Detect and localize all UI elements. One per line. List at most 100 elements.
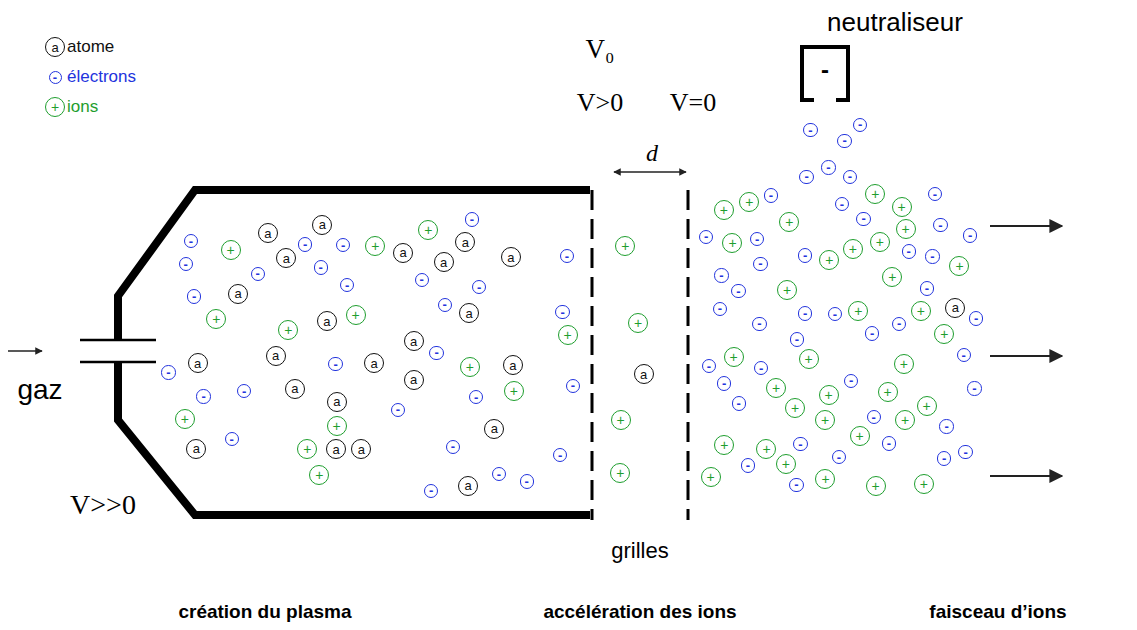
ion-symbol: + (720, 203, 728, 217)
atom-particle: a (266, 346, 286, 366)
atom-particle: a (228, 284, 248, 304)
grid-line (591, 190, 594, 520)
atom-symbol: a (462, 236, 469, 249)
electron-particle: - (750, 232, 764, 246)
electron-particle: - (492, 467, 506, 481)
atom-particle: a (188, 353, 208, 373)
ion-particle: + (615, 236, 635, 256)
grids (592, 190, 688, 520)
atom-particle: a (634, 364, 654, 384)
electron-particle: - (837, 134, 851, 148)
ion-symbol: + (898, 200, 906, 214)
electron-particle: - (472, 280, 486, 294)
electron-symbol: - (759, 362, 763, 375)
electron-symbol: - (722, 377, 726, 390)
ion-particle: + (504, 381, 524, 401)
atom-symbol: a (640, 368, 647, 381)
ion-particle: + (610, 463, 630, 483)
electron-particle: - (179, 257, 193, 271)
ion-particle: + (894, 354, 914, 374)
atom-symbol: a (491, 422, 498, 435)
ion-particle: + (911, 301, 931, 321)
electron-particle: - (835, 197, 849, 211)
atom-particle: a (484, 419, 504, 439)
atom-symbol: a (319, 218, 326, 231)
atom-particle: a (458, 476, 478, 496)
ion-symbol: + (332, 419, 340, 433)
beam-arrows (990, 226, 1062, 476)
electron-particle: - (237, 384, 251, 398)
electron-particle: - (731, 284, 745, 298)
ion-symbol: + (805, 352, 813, 366)
electron-symbol: - (319, 261, 323, 274)
ion-symbol: + (212, 312, 220, 326)
atom-particle: a (501, 247, 521, 267)
ion-symbol: + (728, 236, 736, 250)
electron-symbol: - (341, 239, 345, 252)
electron-particle: - (790, 332, 804, 346)
ion-symbol: + (900, 357, 908, 371)
electron-symbol: - (930, 250, 934, 263)
ion-particle: + (365, 236, 385, 256)
ion-particle: + (766, 378, 786, 398)
electron-particle: - (799, 170, 813, 184)
electron-particle: - (225, 432, 239, 446)
electron-particle: - (933, 218, 947, 232)
ion-particle: + (896, 219, 916, 239)
electron-symbol: - (443, 298, 447, 311)
electron-particle: - (314, 260, 328, 274)
electron-particle: - (187, 289, 201, 303)
atom-particle: a (404, 331, 424, 351)
stage-caption: faisceau d’ions (929, 602, 1066, 623)
electron-symbol: - (803, 307, 807, 320)
grid-line (687, 190, 690, 520)
electron-symbol: - (907, 245, 911, 258)
chamber-wall (118, 190, 590, 515)
legend-sample: a (45, 37, 65, 57)
legend-sample: - (49, 71, 62, 84)
atom-symbol: a (193, 442, 200, 455)
atom-particle: a (317, 311, 337, 331)
ion-symbol: + (791, 401, 799, 415)
atom-particle: a (404, 370, 424, 390)
electron-symbol: - (303, 238, 307, 251)
atom-particle: a (434, 252, 454, 272)
electron-symbol: - (334, 358, 338, 371)
ion-particle: + (819, 385, 839, 405)
electron-symbol: - (870, 327, 874, 340)
electron-symbol: - (736, 285, 740, 298)
electron-particle: - (553, 448, 567, 462)
electron-symbol: - (808, 124, 812, 137)
ion-symbol: + (352, 308, 360, 322)
electron-particle: - (699, 230, 713, 244)
atom-symbol: a (272, 349, 279, 362)
ion-symbol: + (510, 384, 518, 398)
electron-particle: - (251, 267, 265, 281)
electron-particle: - (469, 390, 483, 404)
electron-particle: - (882, 436, 896, 450)
atom-symbol: a (234, 287, 241, 300)
ion-particle: + (843, 239, 863, 259)
electron-symbol: - (345, 279, 349, 292)
ion-particle: + (309, 465, 329, 485)
electron-symbol: - (718, 302, 722, 315)
ion-particle: + (714, 435, 734, 455)
electron-symbol: - (719, 269, 723, 282)
atom-particle: a (258, 223, 278, 243)
electron-particle: - (184, 234, 198, 248)
ion-symbol: + (783, 283, 791, 297)
ion-symbol: + (720, 438, 728, 452)
electron-symbol: - (861, 212, 865, 225)
neutralizer-label: neutraliseur (827, 7, 963, 38)
electron-symbol: - (565, 250, 569, 263)
electron-particle: - (937, 451, 951, 465)
ion-particle: + (756, 439, 776, 459)
ion-particle: + (917, 396, 937, 416)
ion-symbol: + (872, 479, 880, 493)
electron-symbol: - (470, 213, 474, 226)
atom-particle: a (459, 303, 479, 323)
electron-particle: - (843, 170, 857, 184)
electron-symbol: - (560, 306, 564, 319)
chamber-wall-top (118, 190, 590, 340)
atom-particle: a (326, 439, 346, 459)
